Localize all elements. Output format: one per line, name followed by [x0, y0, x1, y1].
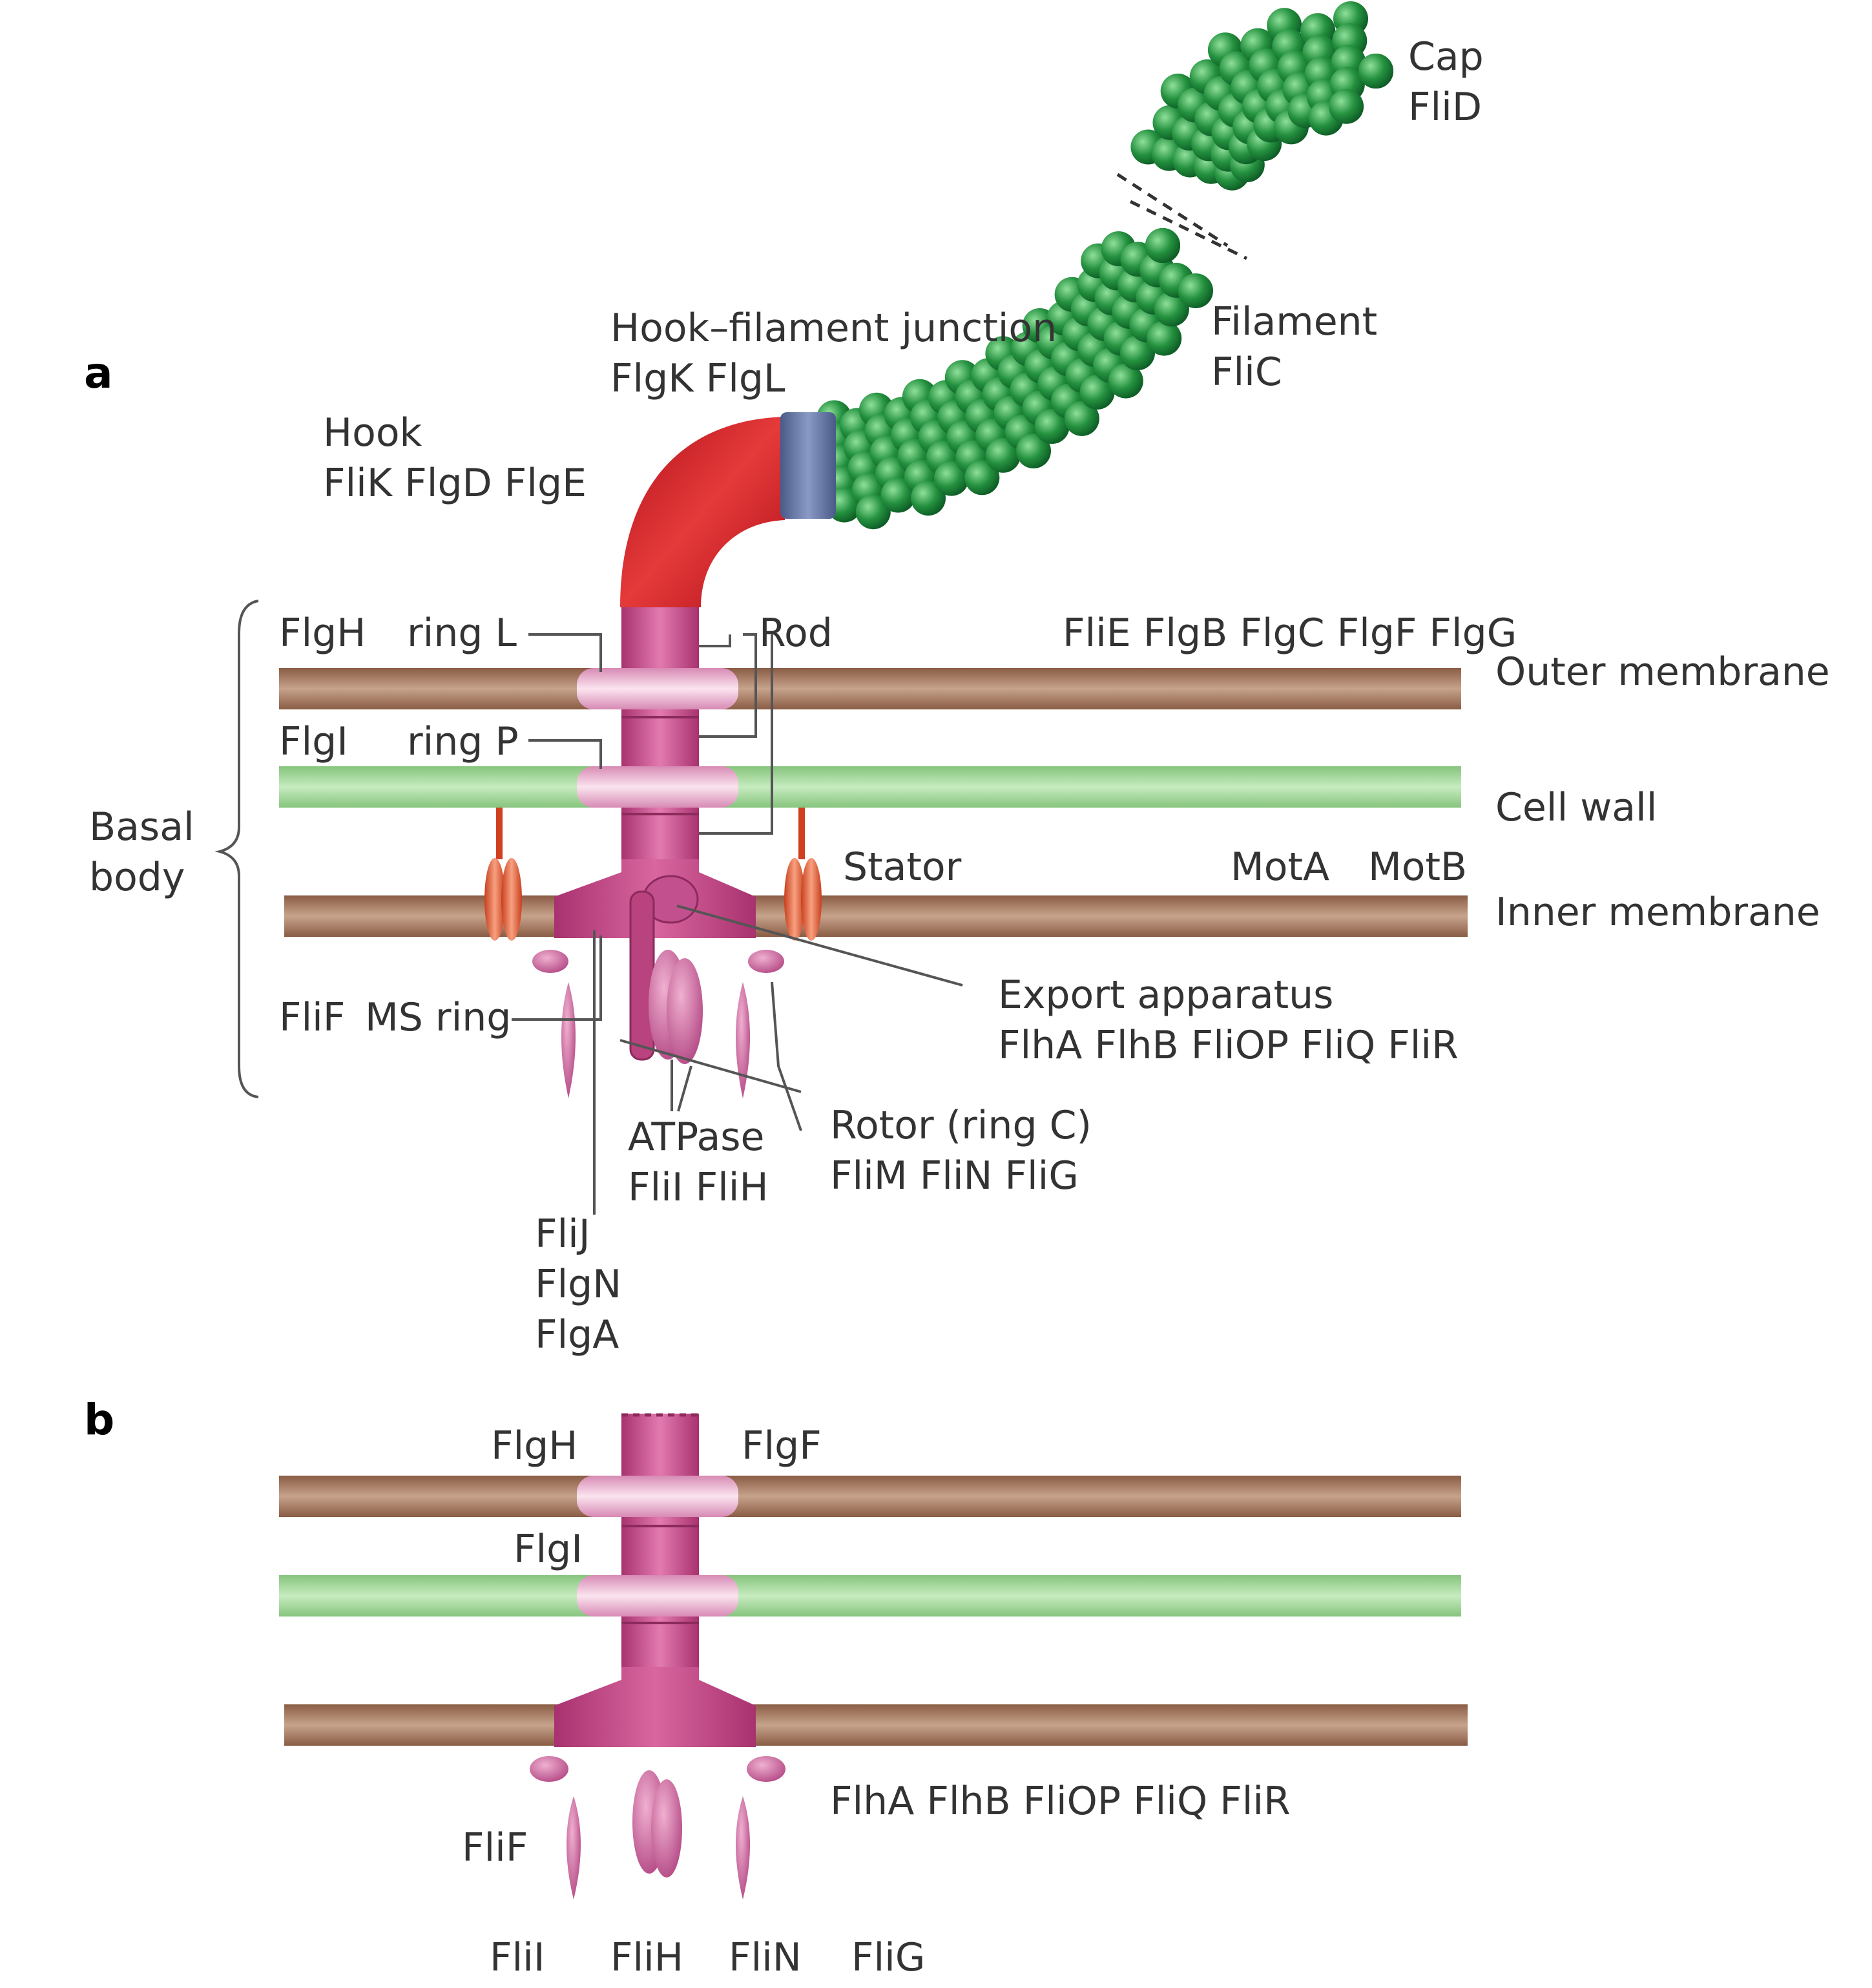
p-ring-a	[577, 766, 738, 808]
cell-wall-b	[279, 1575, 1461, 1617]
b-pod-top-left	[530, 1756, 568, 1782]
filament-bead	[1178, 273, 1213, 309]
label-flif-a: FliF	[279, 995, 345, 1040]
label-flgf-b: FlgF	[742, 1423, 822, 1469]
label-ring-p: ring P	[407, 719, 519, 764]
label-hook: Hook	[323, 410, 422, 455]
label-flih-b: FliH	[610, 1935, 683, 1980]
filament-bead	[855, 494, 891, 530]
label-flii-flih: FliI FliH	[628, 1165, 769, 1210]
rotor-top-right	[748, 950, 784, 973]
label-flii-b: FliI	[490, 1935, 545, 1980]
label-ring-l: ring L	[407, 611, 517, 656]
label-filament: Filament	[1211, 299, 1377, 344]
label-flgn: FlgN	[535, 1262, 621, 1307]
rod-a	[621, 607, 699, 863]
label-rotor-proteins: FliM FliN FliG	[830, 1153, 1079, 1198]
hook-filament-junction	[780, 412, 836, 519]
basal-body-brace	[214, 600, 259, 1098]
b-pod-left	[567, 1796, 581, 1899]
label-cap: Cap	[1408, 34, 1484, 79]
label-flgi-a: FlgI	[279, 719, 348, 764]
ms-ring-base-b	[554, 1667, 756, 1747]
hook	[620, 417, 785, 607]
filament-bead	[1329, 89, 1364, 124]
label-flig-b: FliG	[851, 1935, 925, 1980]
panel-a: a Cap FliD Hook–filament junction FlgK F…	[84, 1, 1830, 1357]
label-outer-membrane: Outer membrane	[1495, 649, 1830, 695]
label-flic: FliC	[1211, 350, 1282, 395]
b-pod-right	[736, 1796, 750, 1899]
label-flgh-a: FlgH	[279, 611, 366, 656]
filament-bead	[1108, 363, 1143, 399]
l-ring-a	[577, 668, 738, 709]
rotor-top-left	[532, 950, 568, 973]
b-pod-top-right	[747, 1756, 785, 1782]
label-rod: Rod	[759, 611, 833, 656]
inner-membrane-b	[284, 1704, 1468, 1746]
stator-right	[784, 808, 822, 941]
label-basal: Basal	[89, 804, 194, 850]
label-flgk-flgl: FlgK FlgL	[610, 356, 785, 401]
label-flgi-b: FlgI	[514, 1527, 583, 1572]
outer-membrane-a	[279, 668, 1461, 709]
label-flif-b: FliF	[462, 1825, 528, 1870]
label-flgh-b: FlgH	[491, 1423, 577, 1469]
outer-membrane-b	[279, 1476, 1461, 1517]
filament-bead	[964, 460, 1000, 496]
cell-wall-a	[279, 766, 1461, 808]
label-ms-ring: MS ring	[365, 995, 511, 1040]
inner-membrane-a	[284, 895, 1468, 937]
filament-bead	[985, 437, 1021, 473]
label-cell-wall: Cell wall	[1495, 785, 1657, 830]
filament-bead	[1154, 291, 1189, 327]
atpase-pod-2	[667, 958, 703, 1064]
panel-b: b FlgH FlgF FlgI FlhA FlhB FliOP FliQ Fl…	[84, 1395, 1468, 1980]
label-flin-b: FliN	[729, 1935, 802, 1980]
rotor-pod-right	[736, 982, 750, 1098]
filament-bead	[1016, 434, 1051, 468]
label-body: body	[89, 855, 185, 900]
label-rotor: Rotor (ring C)	[830, 1103, 1092, 1148]
l-ring-b	[577, 1476, 738, 1517]
rod-joints-a	[621, 716, 699, 815]
rod-joints-b	[621, 1525, 699, 1624]
filament-bead	[1120, 335, 1155, 371]
label-hook-filament-junction: Hook–filament junction	[610, 306, 1057, 351]
filament-bead	[1064, 401, 1099, 436]
rod-b	[621, 1414, 699, 1672]
label-mota: MotA	[1231, 844, 1329, 890]
filament-bead	[933, 461, 969, 496]
filament-bead	[1358, 54, 1393, 89]
label-export-apparatus: Export apparatus	[998, 972, 1333, 1018]
b-atpase-2	[651, 1779, 682, 1878]
filament-bead	[1034, 409, 1070, 444]
label-flik-flgd-flge: FliK FlgD FlgE	[323, 461, 587, 506]
stator-left	[484, 808, 522, 941]
flij-rod	[629, 890, 655, 1061]
panel-label-a: a	[84, 348, 113, 398]
filament-bead	[911, 481, 946, 516]
label-flga: FlgA	[535, 1312, 619, 1357]
filament-bead	[1147, 320, 1182, 356]
leader-lines-a	[512, 633, 963, 1215]
label-export-proteins-a: FlhA FlhB FliOP FliQ FliR	[998, 1023, 1459, 1068]
label-flij: FliJ	[535, 1211, 590, 1257]
rotor-pod-left	[561, 982, 576, 1098]
p-ring-b	[577, 1575, 738, 1617]
label-export-proteins-b: FlhA FlhB FliOP FliQ FliR	[830, 1779, 1291, 1824]
filament-break-marks	[1116, 173, 1248, 260]
panel-label-b: b	[84, 1395, 114, 1445]
label-flid: FliD	[1408, 85, 1482, 130]
label-inner-membrane: Inner membrane	[1495, 890, 1820, 935]
filament	[816, 1, 1393, 530]
label-rod-proteins: FliE FlgB FlgC FlgF FlgG	[1063, 611, 1517, 656]
filament-bead	[1145, 228, 1180, 263]
label-stator: Stator	[843, 844, 962, 890]
label-motb: MotB	[1368, 844, 1467, 890]
label-atpase: ATPase	[628, 1114, 764, 1160]
filament-bead	[1079, 374, 1115, 410]
